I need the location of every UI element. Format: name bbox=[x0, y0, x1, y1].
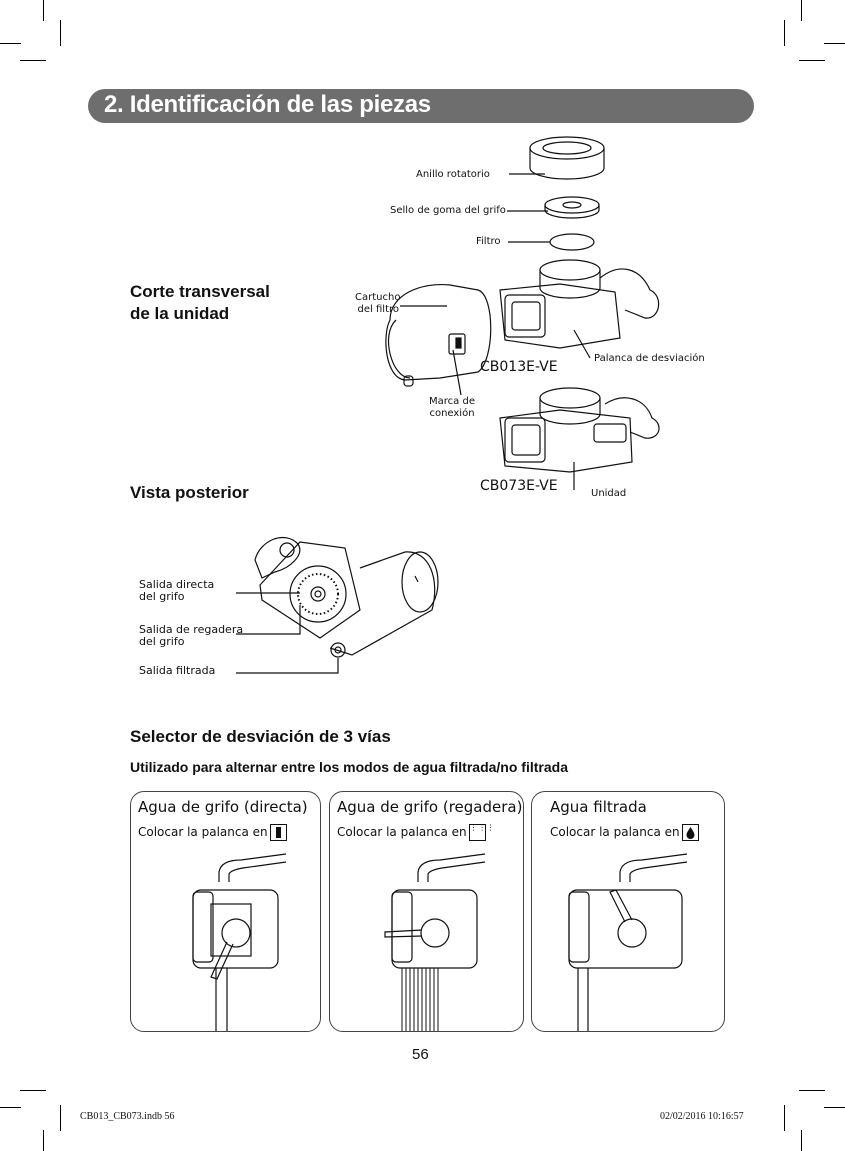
label-rotating-ring: Anillo rotatorio bbox=[416, 169, 490, 180]
lever-direct-illustration bbox=[192, 853, 287, 1031]
model-a-label: CB013E-VE bbox=[480, 359, 558, 375]
cross-section-heading-line1: Corte transversal bbox=[130, 282, 270, 301]
footer-file: CB013_CB073.indb 56 bbox=[80, 1111, 175, 1122]
model-b-label: CB073E-VE bbox=[480, 478, 558, 494]
selector-subheading: Utilizado para alternar entre los modos … bbox=[130, 759, 568, 775]
label-direct-outlet-line1: Salida directa bbox=[139, 578, 215, 591]
selector-heading: Selector de desviación de 3 vías bbox=[130, 727, 391, 746]
label-cartridge-line1: Cartucho bbox=[355, 292, 401, 303]
label-unit: Unidad bbox=[591, 488, 627, 499]
lever-shower-illustration bbox=[384, 853, 486, 1031]
mode-title: Agua filtrada bbox=[550, 798, 647, 816]
label-direct-outlet-line2: del grifo bbox=[139, 590, 185, 603]
dots-icon: ⋮⋮⋮ bbox=[468, 824, 495, 841]
label-rubber-seal: Sello de goma del grifo bbox=[390, 205, 506, 216]
label-diverter-lever: Palanca de desviación bbox=[594, 353, 705, 364]
drop-icon bbox=[681, 824, 699, 841]
cross-section-heading: Corte transversal de la unidad bbox=[130, 281, 270, 325]
label-cartridge: Cartucho del filtro bbox=[355, 292, 401, 316]
mode-instruction: Colocar la palanca en bbox=[550, 824, 699, 841]
section-title: 2. Identificación de las piezas bbox=[104, 91, 431, 118]
rear-view-heading: Vista posterior bbox=[130, 483, 249, 502]
label-filter: Filtro bbox=[476, 236, 501, 247]
mode-box-direct: Agua de grifo (directa) Colocar la palan… bbox=[130, 791, 321, 1032]
page-number: 56 bbox=[412, 1046, 429, 1063]
rear-view-illustration bbox=[236, 536, 439, 674]
label-direct-outlet: Salida directa del grifo bbox=[139, 579, 214, 603]
mode-instruction: Colocar la palanca en⋮⋮⋮ bbox=[337, 824, 495, 841]
section-banner: 2. Identificación de las piezas bbox=[88, 89, 754, 123]
mode-title: Agua de grifo (directa) bbox=[138, 798, 308, 816]
mode-instruction-text: Colocar la palanca en bbox=[138, 825, 268, 839]
label-filtered-outlet: Salida filtrada bbox=[139, 664, 216, 677]
mode-instruction-text: Colocar la palanca en bbox=[337, 825, 467, 839]
label-shower-outlet-line2: del grifo bbox=[139, 635, 185, 648]
lever-filtered-illustration bbox=[568, 853, 688, 1031]
mode-instruction-text: Colocar la palanca en bbox=[550, 825, 680, 839]
bar-icon bbox=[269, 824, 287, 841]
label-shower-outlet: Salida de regadera del grifo bbox=[139, 624, 243, 648]
exploded-parts-illustration bbox=[385, 136, 660, 490]
label-cartridge-line2: del filtro bbox=[357, 304, 399, 315]
label-connection-mark-line2: conexión bbox=[429, 408, 475, 419]
mode-box-shower: Agua de grifo (regadera) Colocar la pala… bbox=[329, 791, 524, 1032]
mode-title: Agua de grifo (regadera) bbox=[337, 798, 523, 816]
mode-box-filtered: Agua filtrada Colocar la palanca en bbox=[531, 791, 725, 1032]
footer-timestamp: 02/02/2016 10:16:57 bbox=[660, 1111, 744, 1122]
label-connection-mark-line1: Marca de bbox=[429, 396, 475, 407]
label-shower-outlet-line1: Salida de regadera bbox=[139, 623, 244, 636]
label-connection-mark: Marca de conexión bbox=[427, 396, 477, 420]
mode-instruction: Colocar la palanca en bbox=[138, 824, 287, 841]
cross-section-heading-line2: de la unidad bbox=[130, 304, 230, 323]
